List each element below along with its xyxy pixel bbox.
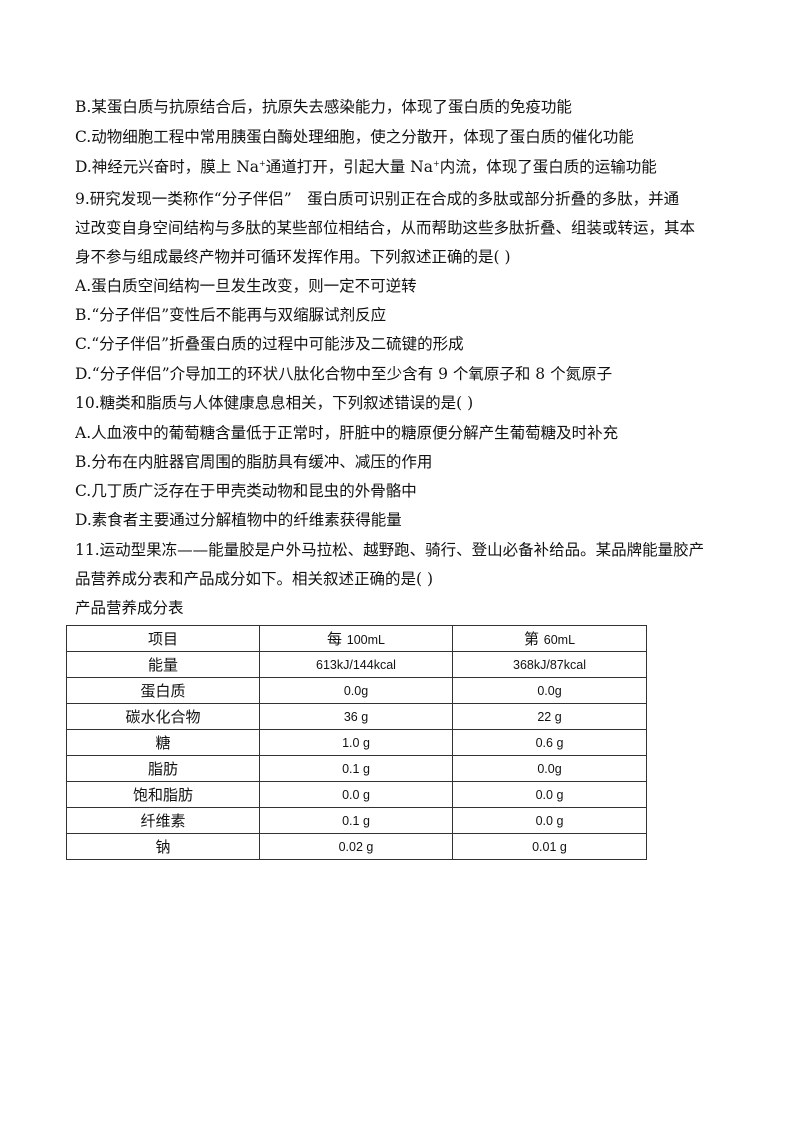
row-per-60ml: 22 g xyxy=(452,703,647,730)
row-per-100ml: 0.0 g xyxy=(259,781,453,808)
row-per-60ml: 368kJ/87kcal xyxy=(452,651,647,678)
table-row: 钠 0.02 g 0.01 g xyxy=(66,833,647,860)
row-per-60ml: 0.01 g xyxy=(452,833,647,860)
row-item: 纤维素 xyxy=(66,807,260,834)
q8-option-c: C.动物细胞工程中常用胰蛋白酶处理细胞，使之分散开，体现了蛋白质的催化功能 xyxy=(75,128,634,146)
q9-stem-line-2: 过改变自身空间结构与多肽的某些部位相结合，从而帮助这些多肽折叠、组装或转运，其本 xyxy=(75,219,696,237)
row-per-100ml: 0.1 g xyxy=(259,807,453,834)
q10-option-b: B.分布在内脏器官周围的脂肪具有缓冲、减压的作用 xyxy=(75,453,433,471)
q8-option-d-text-3: 内流，体现了蛋白质的运输功能 xyxy=(439,158,657,176)
q10-option-d: D.素食者主要通过分解植物中的纤维素获得能量 xyxy=(75,511,402,529)
table-row: 蛋白质 0.0g 0.0g xyxy=(66,677,647,704)
row-per-100ml: 36 g xyxy=(259,703,453,730)
table-header-row: 项目 每 100mL 第 60mL xyxy=(66,625,647,652)
header-per-60ml-prefix: 第 xyxy=(523,630,539,648)
header-per-100ml: 每 100mL xyxy=(259,625,453,652)
nutrition-table-caption: 产品营养成分表 xyxy=(75,599,184,617)
row-item: 饱和脂肪 xyxy=(66,781,260,808)
header-per-60ml-unit: 60mL xyxy=(543,633,576,647)
row-per-100ml: 0.02 g xyxy=(259,833,453,860)
table-row: 纤维素 0.1 g 0.0 g xyxy=(66,807,647,834)
table-row: 能量 613kJ/144kcal 368kJ/87kcal xyxy=(66,651,647,678)
q10-option-a: A.人血液中的葡萄糖含量低于正常时，肝脏中的糖原便分解产生葡萄糖及时补充 xyxy=(75,424,619,442)
header-per-100ml-prefix: 每 xyxy=(326,630,342,648)
nutrition-table: 项目 每 100mL 第 60mL 能量 613kJ/144kcal 368kJ… xyxy=(66,625,647,860)
q10-stem: 10.糖类和脂质与人体健康息息相关，下列叙述错误的是( ) xyxy=(75,394,474,412)
q9-option-c: C.“分子伴侣”折叠蛋白质的过程中可能涉及二硫键的形成 xyxy=(75,335,464,353)
q9-option-b: B.“分子伴侣”变性后不能再与双缩脲试剂反应 xyxy=(75,306,387,324)
q9-option-d: D.“分子伴侣”介导加工的环状八肽化合物中至少含有 9 个氧原子和 8 个氮原子 xyxy=(75,365,613,383)
q11-stem-line-1: 11.运动型果冻——能量胶是户外马拉松、越野跑、骑行、登山必备补给品。某品牌能量… xyxy=(75,541,705,559)
superscript-plus-2: + xyxy=(432,158,440,168)
q8-option-d-text-2: 通道打开，引起大量 Na xyxy=(265,158,433,176)
row-per-60ml: 0.6 g xyxy=(452,729,647,756)
row-per-100ml: 0.1 g xyxy=(259,755,453,782)
header-per-100ml-unit: 100mL xyxy=(346,633,386,647)
header-per-60ml: 第 60mL xyxy=(452,625,647,652)
row-item: 碳水化合物 xyxy=(66,703,260,730)
row-per-60ml: 0.0g xyxy=(452,677,647,704)
q11-stem-line-2: 品营养成分表和产品成分如下。相关叙述正确的是( ) xyxy=(75,570,434,588)
row-per-60ml: 0.0 g xyxy=(452,807,647,834)
table-row: 碳水化合物 36 g 22 g xyxy=(66,703,647,730)
q9-stem-line-3: 身不参与组成最终产物并可循环发挥作用。下列叙述正确的是( ) xyxy=(75,248,511,266)
q9-option-a: A.蛋白质空间结构一旦发生改变，则一定不可逆转 xyxy=(75,277,417,295)
row-item: 能量 xyxy=(66,651,260,678)
row-per-100ml: 1.0 g xyxy=(259,729,453,756)
row-per-60ml: 0.0g xyxy=(452,755,647,782)
row-item: 蛋白质 xyxy=(66,677,260,704)
superscript-plus-1: + xyxy=(259,158,266,168)
q8-option-b: B.某蛋白质与抗原结合后，抗原失去感染能力，体现了蛋白质的免疫功能 xyxy=(75,98,572,116)
row-item: 脂肪 xyxy=(66,755,260,782)
q8-option-d: D.神经元兴奋时，膜上 Na+通道打开，引起大量 Na+内流，体现了蛋白质的运输… xyxy=(75,157,735,177)
table-row: 糖 1.0 g 0.6 g xyxy=(66,729,647,756)
row-per-60ml: 0.0 g xyxy=(452,781,647,808)
q8-option-d-text-1: D.神经元兴奋时，膜上 Na xyxy=(75,158,260,176)
row-item: 钠 xyxy=(66,833,260,860)
header-item: 项目 xyxy=(66,625,260,652)
q9-stem-line-1: 9.研究发现一类称作“分子伴侣” 蛋白质可识别正在合成的多肽或部分折叠的多肽，并… xyxy=(75,190,680,208)
row-per-100ml: 613kJ/144kcal xyxy=(259,651,453,678)
row-item: 糖 xyxy=(66,729,260,756)
table-row: 脂肪 0.1 g 0.0g xyxy=(66,755,647,782)
q10-option-c: C.几丁质广泛存在于甲壳类动物和昆虫的外骨骼中 xyxy=(75,482,417,500)
row-per-100ml: 0.0g xyxy=(259,677,453,704)
nutrition-table-body: 项目 每 100mL 第 60mL 能量 613kJ/144kcal 368kJ… xyxy=(66,625,647,860)
table-row: 饱和脂肪 0.0 g 0.0 g xyxy=(66,781,647,808)
